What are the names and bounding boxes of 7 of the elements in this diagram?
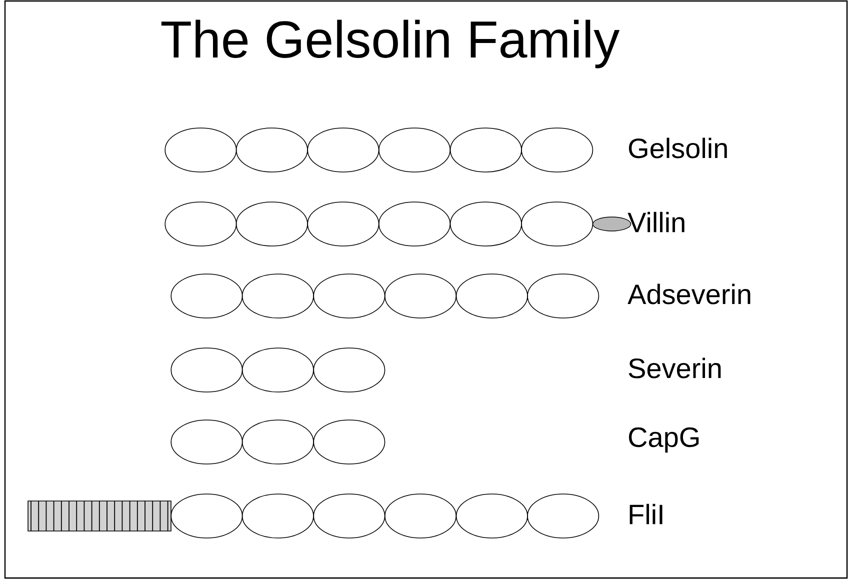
protein-name: Gelsolin: [628, 138, 727, 158]
title: The Gelsolin Family: [161, 20, 620, 68]
protein-name: CapG: [628, 427, 699, 453]
protein-name: Adseverin: [628, 284, 750, 304]
protein-name: Villin: [628, 212, 684, 232]
protein-name: Severin: [628, 358, 721, 378]
protein-name: FliI: [630, 504, 662, 524]
